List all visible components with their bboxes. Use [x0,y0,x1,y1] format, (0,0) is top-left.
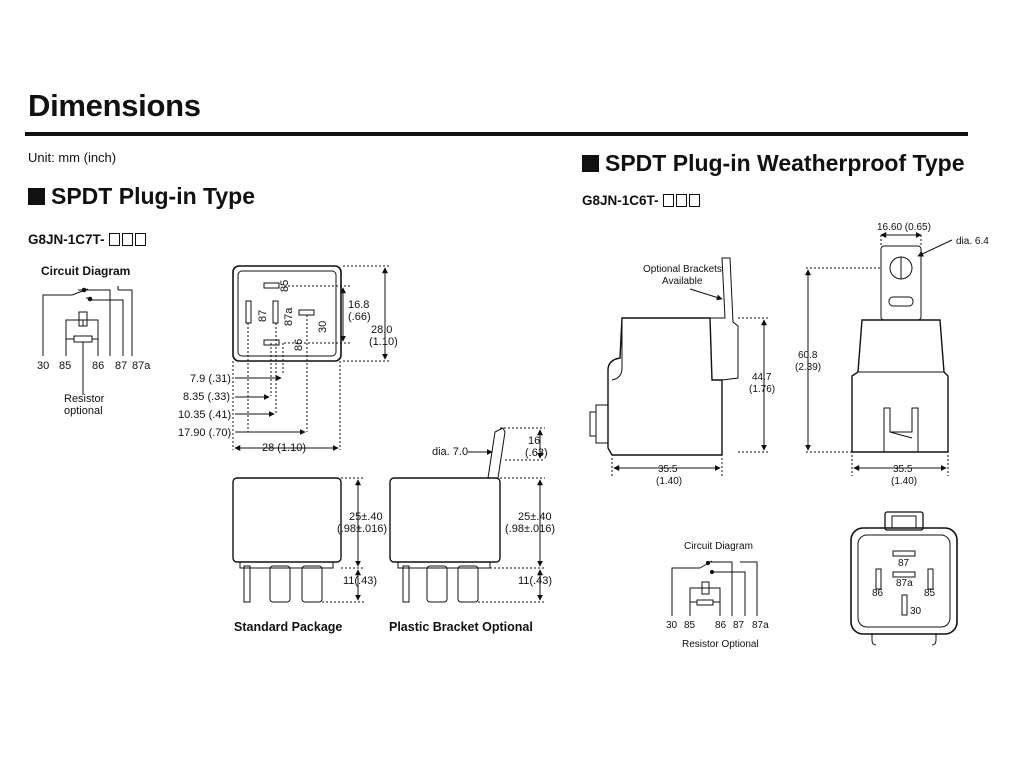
dim-label: 28.0 [371,324,392,336]
pin-label: 87 [257,310,269,322]
section-title-text: SPDT Plug-in Weatherproof Type [605,150,965,176]
dim-label: 16 [528,435,540,447]
dim-label: 28 (1.10) [262,442,306,454]
square-bullet-icon [28,188,45,205]
weatherproof-front-view: 16.60 (0.65) dia. 6.4 60.8 (2.39) 35.5 (… [795,222,989,487]
dim-label: 44.7 [752,372,772,383]
dim-label: 25±.40 [518,511,552,523]
dim-label: (1.10) [369,336,398,348]
page-title: Dimensions [28,88,201,123]
square-bullet-icon [582,155,599,172]
section-title-weatherproof: SPDT Plug-in Weatherproof Type [582,150,965,177]
dim-label: 16.8 [348,299,369,311]
socket-pin-label: 87a [896,578,913,589]
terminal-label: 87 [115,360,127,372]
circuit-title: Circuit Diagram [684,541,753,552]
dim-label: 17.90 (.70) [178,427,231,439]
circuit-title: Circuit Diagram [41,264,130,278]
section-title-text: SPDT Plug-in Type [51,183,256,209]
dim-label: 35.5 [893,464,913,475]
pin-label: 87a [283,307,295,326]
suffix-boxes-icon [662,194,700,207]
dim-label: (2.39) [795,362,821,373]
dim-label: (1.40) [656,476,682,487]
pin-label: 30 [317,321,329,333]
dim-label: 11(.43) [343,575,377,587]
socket-view: 87 87a 86 85 30 [850,511,958,646]
resistor-note: optional [64,405,103,417]
dim-label: (.98±.016) [337,523,387,535]
terminal-label: 85 [684,620,696,631]
dim-label: dia. 7.0 [432,446,468,458]
socket-pin-label: 85 [924,588,936,599]
bracket-note: Optional Brackets [643,264,722,275]
dim-label: 16.60 (0.65) [877,222,931,233]
view-caption: Plastic Bracket Optional [389,620,533,634]
dim-label: dia. 6.4 [956,236,989,247]
terminal-label: 87a [752,620,769,631]
dim-label: 11(.43) [518,575,552,587]
dim-label: (1.76) [749,384,775,395]
weatherproof-side-view: Optional Brackets Available 44.7 (1.76) … [589,257,775,487]
terminal-label: 30 [37,360,49,372]
model-text: G8JN-1C6T- [582,193,659,208]
unit-note: Unit: mm (inch) [28,150,117,165]
socket-pin-label: 30 [910,606,922,617]
circuit-diagram-left: Circuit Diagram 30 85 86 87 87a Resistor… [37,264,151,417]
terminal-label: 87 [733,620,745,631]
dim-label: (.98±.016) [505,523,555,535]
title-rule [25,132,968,136]
terminal-label: 30 [666,620,678,631]
top-view-left: 85 87 87a 30 86 16.8 (.66) 28.0 (1.10) 7… [178,265,398,454]
resistor-note: Resistor Optional [682,639,759,650]
view-caption: Standard Package [234,620,342,634]
dim-label: (.66) [348,311,371,323]
terminal-label: 86 [92,360,104,372]
terminal-label: 85 [59,360,71,372]
model-number-left: G8JN-1C7T- [28,232,146,247]
dim-label: (.63) [525,447,548,459]
dim-label: 8.35 (.33) [183,391,230,403]
section-title-spdt: SPDT Plug-in Type [28,183,255,210]
model-text: G8JN-1C7T- [28,232,105,247]
pin-label: 86 [293,339,305,351]
suffix-boxes-icon [108,233,146,246]
socket-pin-label: 87 [898,558,910,569]
dim-label: 7.9 (.31) [190,373,231,385]
bracket-package: dia. 7.0 16 (.63) 25±.40 (.98±.016) 11(.… [389,427,555,634]
socket-pin-label: 86 [872,588,884,599]
dim-label: 25±.40 [349,511,383,523]
dim-label: 60.8 [798,350,818,361]
dim-label: 35.5 [658,464,678,475]
standard-package: 25±.40 (.98±.016) 11(.43) Standard Packa… [232,477,387,634]
dim-label: 10.35 (.41) [178,409,231,421]
bracket-note: Available [662,276,703,287]
resistor-note: Resistor [64,393,105,405]
terminal-label: 86 [715,620,727,631]
terminal-label: 87a [132,360,151,372]
dim-label: (1.40) [891,476,917,487]
circuit-diagram-right: Circuit Diagram 30 85 86 87 87a Resistor… [666,541,769,650]
model-number-right: G8JN-1C6T- [582,193,700,208]
